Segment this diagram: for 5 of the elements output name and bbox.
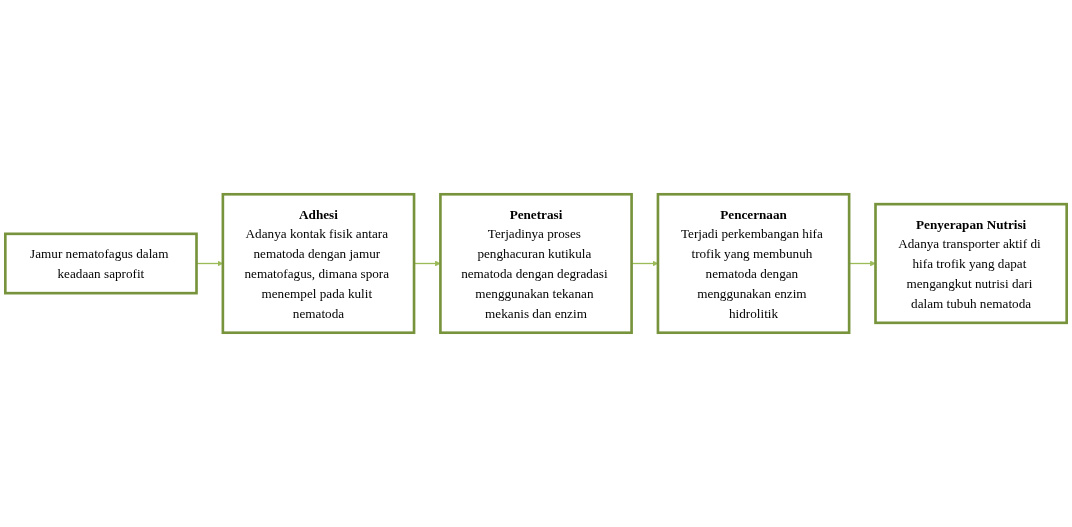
node-box: Jamur nematofagus dalam keadaan saprofit: [4, 232, 198, 295]
node-box: Penyerapan Nutrisi Adanya transporter aktif di hifa trofik yang dapat mengangkut nutrisi dari dalam tubuh nematoda: [874, 202, 1068, 325]
node-box: Pencernaan Terjadi perkembangan hifa trofik yang membunuh nematoda dengan menggunakan enzim hidrolitik: [656, 192, 851, 335]
node-box: Penetrasi Terjadinya proses penghacuran kutikula nematoda dengan degradasi menggunakan tekanan mekanis dan enzim: [439, 192, 633, 335]
node-box: Adhesi Adanya kontak fisik antara nematoda dengan jamur nematofagus, dimana spora menempel pada kulit nematoda: [221, 192, 416, 335]
